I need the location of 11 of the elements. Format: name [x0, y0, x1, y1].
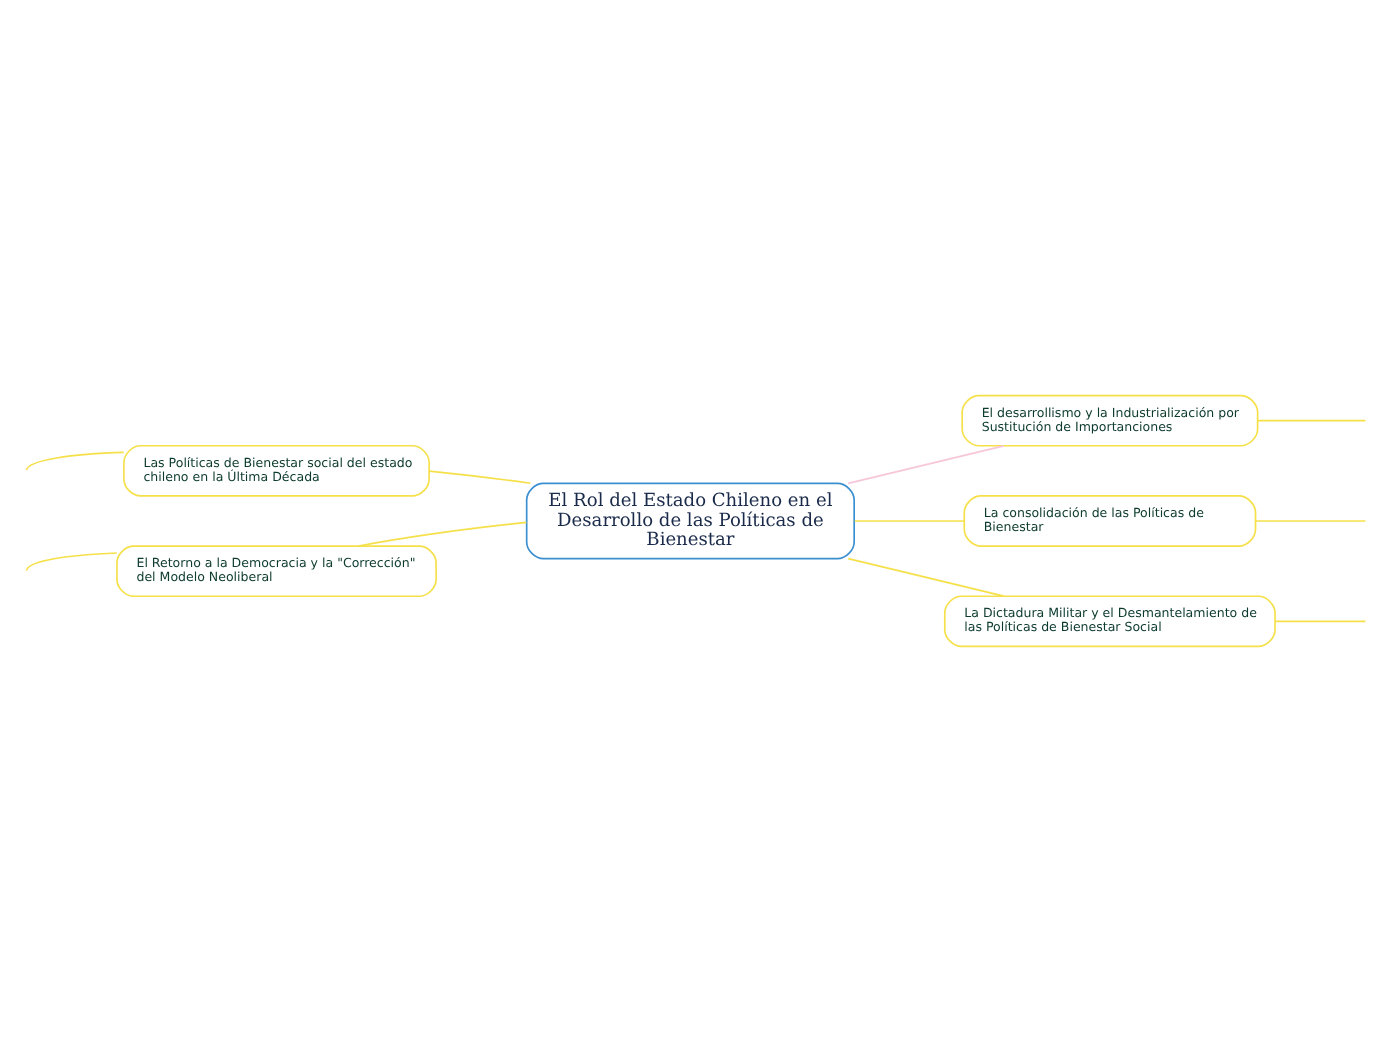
- connector: [1274, 619, 1367, 622]
- connector: [1256, 418, 1367, 421]
- connector: [847, 556, 1005, 596]
- connector: [428, 469, 532, 484]
- connector: [25, 551, 118, 571]
- connector: [853, 519, 965, 521]
- node-box: El Rol del Estado Chileno en el Desarrollo de las Políticas de Bienestar: [525, 481, 855, 559]
- connector: [847, 444, 1005, 484]
- connector: [25, 450, 125, 471]
- connector: [1254, 519, 1367, 521]
- connector: [357, 520, 528, 546]
